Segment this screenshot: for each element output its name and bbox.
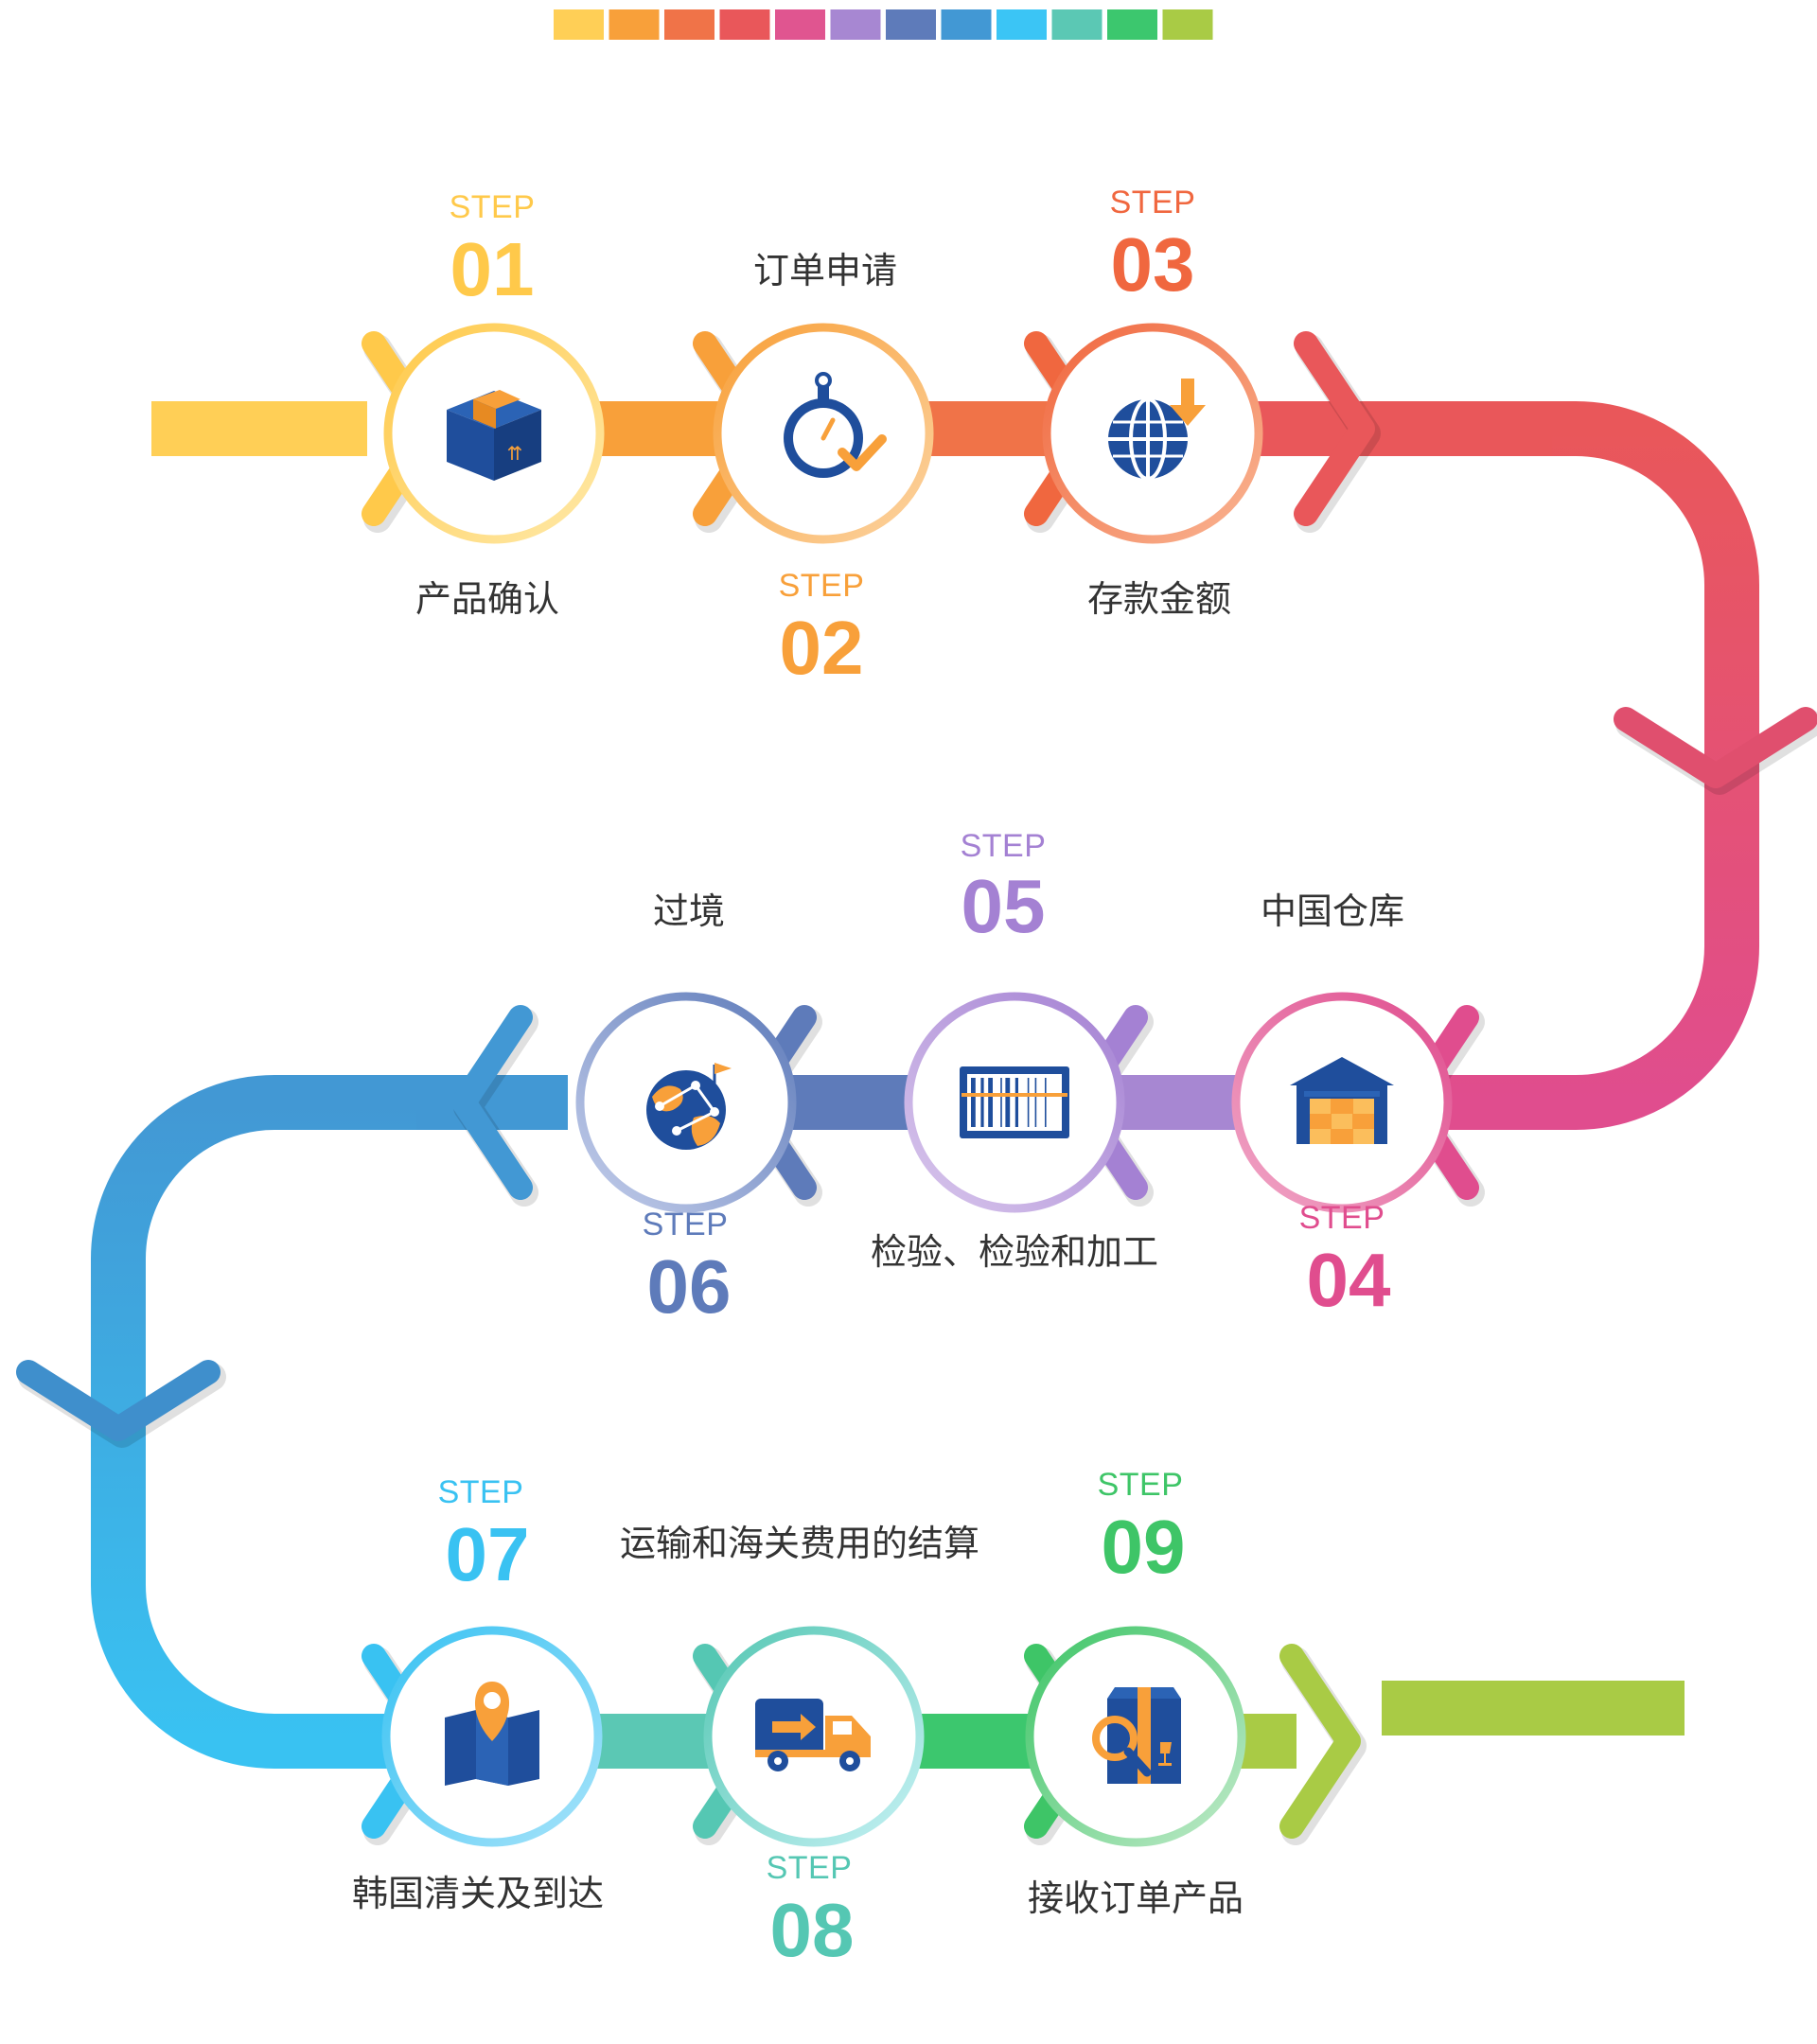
step-2-word: STEP: [778, 568, 865, 604]
step-1-word: STEP: [449, 189, 536, 225]
color-swatch: [997, 9, 1047, 40]
package-box-icon: ⇈: [447, 390, 541, 481]
step-circles: ⇈: [381, 323, 1453, 1847]
warehouse-icon: [1290, 1057, 1394, 1144]
delivery-truck-icon: [755, 1699, 871, 1771]
box-inspection-icon: [1092, 1687, 1181, 1784]
step-5-number: 05: [961, 864, 1046, 948]
color-swatch: [554, 9, 604, 40]
step-6-word: STEP: [642, 1207, 729, 1242]
step-8-number: 08: [769, 1888, 855, 1972]
barcode-scan-icon: [960, 1066, 1069, 1138]
color-swatch-bar: [554, 9, 1213, 40]
chevron-arrow-icon: [1294, 331, 1375, 526]
chevron-arrow-icon: [451, 1005, 533, 1200]
step-3-word: STEP: [1109, 185, 1196, 220]
color-swatch: [719, 9, 770, 40]
step-3-node: [1042, 323, 1263, 544]
step-6-number: 06: [646, 1244, 732, 1329]
color-swatch: [664, 9, 714, 40]
step-3-label: 存款金额: [1086, 578, 1232, 620]
step-2-number: 02: [779, 606, 864, 690]
step-9-label: 接收订单产品: [1027, 1877, 1244, 1919]
flow-lead-in: [151, 401, 367, 456]
step-4-number: 04: [1306, 1238, 1391, 1322]
step-8-label: 运输和海关费用的结算: [619, 1523, 980, 1564]
step-7-node: [381, 1626, 603, 1847]
step-4-word: STEP: [1298, 1200, 1385, 1236]
stopwatch-check-icon: [784, 372, 887, 478]
step-8-node: [703, 1626, 925, 1847]
chevron-arrow-icon: [1614, 707, 1817, 788]
step-1-node: ⇈: [383, 323, 605, 544]
step-2-label: 订单申请: [752, 250, 898, 291]
color-swatch: [830, 9, 881, 40]
step-9-number: 09: [1101, 1505, 1186, 1589]
color-swatch: [1051, 9, 1103, 40]
step-1-number: 01: [450, 227, 535, 311]
color-swatch: [1162, 9, 1213, 40]
svg-text:⇈: ⇈: [507, 442, 523, 465]
step-9-word: STEP: [1097, 1467, 1184, 1503]
step-8-word: STEP: [766, 1850, 853, 1886]
flow-lead-out: [1382, 1681, 1685, 1736]
map-pin-icon: [445, 1682, 539, 1786]
chevron-arrow-icon: [16, 1360, 221, 1441]
flow-segment: [908, 401, 1060, 456]
step-7-number: 07: [445, 1512, 530, 1596]
step-1-label: 产品确认: [415, 578, 560, 620]
step-7-label: 韩国清关及到达: [351, 1873, 605, 1914]
globe-route-icon: [646, 1063, 732, 1150]
color-swatch: [609, 9, 660, 40]
color-swatch: [1107, 9, 1157, 40]
step-4-label: 中国仓库: [1260, 890, 1405, 932]
color-swatch: [941, 9, 992, 40]
step-6-node: [575, 992, 797, 1213]
step-7-word: STEP: [437, 1474, 524, 1510]
chevron-arrow-icon: [1279, 1644, 1361, 1839]
globe-download-icon: [1108, 379, 1206, 481]
color-swatch: [775, 9, 825, 40]
step-6-label: 过境: [652, 890, 726, 932]
step-5-word: STEP: [960, 828, 1047, 864]
step-4-node: [1231, 992, 1453, 1213]
step-5-node: [904, 992, 1125, 1213]
step-5-label: 检验、检验和加工: [870, 1231, 1159, 1273]
step-3-number: 03: [1110, 222, 1195, 307]
step-9-node: [1025, 1626, 1246, 1847]
flow-segment: [1249, 401, 1561, 456]
color-swatch: [886, 9, 936, 40]
step-2-node: [713, 323, 934, 544]
